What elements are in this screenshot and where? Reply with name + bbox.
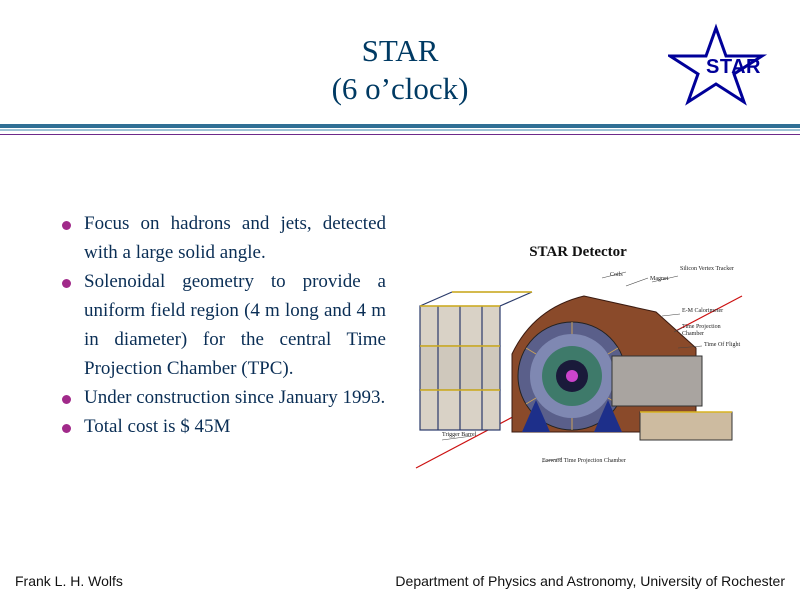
bullet-item: Total cost is $ 45M (62, 412, 386, 441)
star-detector-figure: STAR Detector (412, 236, 744, 472)
label-svt: Silicon Vertex Tracker (680, 266, 734, 272)
bullet-dot-icon (62, 424, 71, 433)
bullet-text: Under construction since January 1993. (84, 387, 386, 408)
label-magnet: Magnet (650, 276, 669, 282)
bullet-text: Focus on hadrons and jets, detected with… (84, 213, 386, 263)
divider-rule (0, 134, 800, 135)
label-tpc: Time Projection Chamber (682, 324, 721, 337)
bullet-list: Focus on hadrons and jets, detected with… (62, 209, 386, 441)
star-logo-icon (668, 23, 768, 106)
label-coils: Coils (610, 272, 623, 278)
slide-title: STAR (6 o’clock) (0, 32, 800, 108)
slide-title-line2: (6 o’clock) (331, 71, 469, 106)
slide-title-line1: STAR (361, 33, 439, 68)
footer-affiliation: Department of Physics and Astronomy, Uni… (395, 573, 785, 589)
label-emc: E-M Calorimeter (682, 308, 724, 314)
footer-author: Frank L. H. Wolfs (15, 573, 123, 589)
bullet-text: Solenoidal geometry to provide a uniform… (84, 271, 386, 379)
divider-rule (0, 124, 800, 128)
detector-drawing (415, 271, 743, 469)
bullet-dot-icon (62, 395, 71, 404)
label-tof: Time Of Flight (704, 342, 741, 348)
label-ftpc: Forward Time Projection Chamber (542, 458, 626, 464)
logo-text: STAR (706, 56, 761, 78)
bullet-item: Under construction since January 1993. (62, 383, 386, 412)
bullet-item: Solenoidal geometry to provide a uniform… (62, 267, 386, 383)
bullet-item: Focus on hadrons and jets, detected with… (62, 209, 386, 267)
bullet-text: Total cost is $ 45M (84, 416, 231, 437)
figure-title: STAR Detector (529, 244, 627, 260)
bullet-dot-icon (62, 221, 71, 230)
divider-rule (0, 129, 800, 131)
label-trigger: Trigger Barrel (442, 432, 477, 438)
bullet-dot-icon (62, 279, 71, 288)
